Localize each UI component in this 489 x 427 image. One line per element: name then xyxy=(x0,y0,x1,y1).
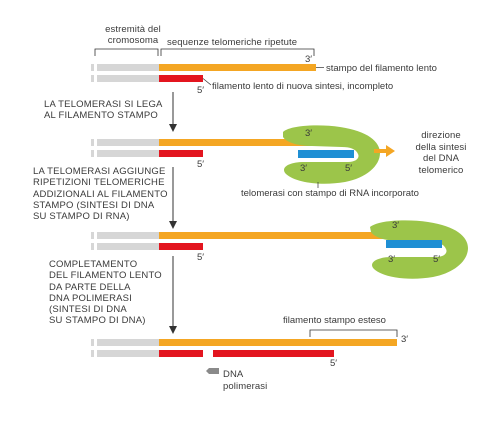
chromosome-bottom-strand xyxy=(91,350,94,357)
telomerase-enzyme xyxy=(283,125,380,184)
row-1-five-prime: 5′ xyxy=(197,85,205,96)
lagging-leader-line xyxy=(202,78,212,86)
chromosome-bottom-strand xyxy=(97,350,159,357)
chromosome-bottom-strand xyxy=(97,150,159,157)
row-3-three-prime: 3′ xyxy=(392,220,400,231)
row-4-five-prime: 5′ xyxy=(330,358,338,369)
chromosome-top-strand xyxy=(97,64,159,71)
chromosome-top-strand xyxy=(97,339,159,346)
rna-three-prime: 3′ xyxy=(300,163,308,174)
chromosome-bottom-strand xyxy=(91,75,94,82)
chromosome-top-strand xyxy=(91,139,94,146)
telomere-template-strand xyxy=(159,339,397,346)
extended-template-label: filamento stampo esteso xyxy=(283,315,386,326)
dna-polymerase-arrow xyxy=(206,368,219,374)
step-2-text: LA TELOMERASI AGGIUNGE RIPETIZIONI TELOM… xyxy=(33,166,168,223)
step-1-text: LA TELOMERASI SI LEGA AL FILAMENTO STAMP… xyxy=(44,99,163,122)
telomere-template-strand xyxy=(159,64,316,71)
new-lagging-strand-label: filamento lento di nuova sintesi, incomp… xyxy=(212,81,394,92)
chromosome-top-strand xyxy=(91,64,94,71)
lagging-strand-red xyxy=(159,75,203,82)
row-3-five-prime: 5′ xyxy=(197,252,205,263)
chromosome-bottom-strand xyxy=(97,75,159,82)
chromosome-end-label: estremità del cromosoma xyxy=(105,24,161,46)
row-3-dna xyxy=(91,220,468,279)
telomerase-rna-label: telomerasi con stampo di RNA incorporato xyxy=(241,188,419,199)
lagging-strand-red xyxy=(159,150,203,157)
telomere-template-strand xyxy=(159,232,405,239)
rna-template xyxy=(298,150,354,158)
step-3-text: COMPLETAMENTO DEL FILAMENTO LENTO DA PAR… xyxy=(49,259,162,327)
row-2-five-prime: 5′ xyxy=(197,159,205,170)
row-2-three-prime: 3′ xyxy=(305,128,313,139)
row-1-dna xyxy=(91,64,324,86)
synthesis-direction-label: direzione della sintesi del DNA telomeri… xyxy=(415,130,467,176)
new-lagging-strand-red xyxy=(213,350,334,357)
row-4-three-prime: 3′ xyxy=(401,334,409,345)
row-1-three-prime: 3′ xyxy=(305,54,313,65)
chromosome-bottom-strand xyxy=(91,243,94,250)
lagging-strand-red xyxy=(159,243,203,250)
telomeric-sequences-bracket xyxy=(160,48,315,56)
rna-five-prime: 5′ xyxy=(433,254,441,265)
chromosome-top-strand xyxy=(97,232,159,239)
rna-template xyxy=(386,240,442,248)
rna-three-prime: 3′ xyxy=(388,254,396,265)
extended-template-bracket xyxy=(309,329,398,337)
chromosome-bottom-strand xyxy=(91,150,94,157)
chromosome-top-strand xyxy=(91,339,94,346)
chromosome-end-bracket xyxy=(94,48,159,56)
repeated-sequences-label: sequenze telomeriche ripetute xyxy=(167,37,298,48)
lagging-strand-red xyxy=(159,350,203,357)
dna-polymerase-label: DNA polimerasi xyxy=(223,369,268,392)
template-strand-label: stampo del filamento lento xyxy=(326,63,437,74)
chromosome-top-strand xyxy=(91,232,94,239)
synthesis-direction-arrow xyxy=(374,145,395,157)
telomerase-enzyme xyxy=(370,220,468,279)
row-4-dna xyxy=(91,339,397,374)
row-2-dna xyxy=(91,125,395,188)
telomere-template-strand xyxy=(159,139,316,146)
rna-five-prime: 5′ xyxy=(345,163,353,174)
chromosome-top-strand xyxy=(97,139,159,146)
chromosome-bottom-strand xyxy=(97,243,159,250)
